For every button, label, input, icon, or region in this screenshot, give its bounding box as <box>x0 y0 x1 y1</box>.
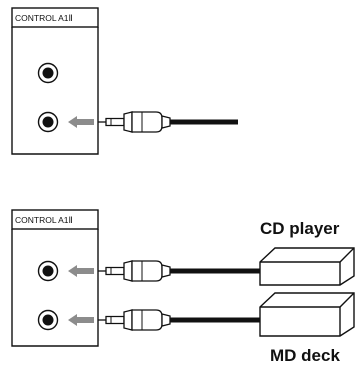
panel-label: CONTROL A1Ⅱ <box>15 13 73 23</box>
cable <box>170 119 238 125</box>
top-figure: CONTROL A1Ⅱ <box>11 7 238 155</box>
md-deck-label: MD deck <box>270 346 340 365</box>
cd-player-label: CD player <box>260 219 340 238</box>
rca-plug <box>97 111 171 133</box>
panel-label: CONTROL A1Ⅱ <box>15 215 73 225</box>
jack-lower <box>37 111 59 133</box>
bottom-figure: CONTROL A1Ⅱ CD player MD deck <box>11 209 355 365</box>
md-deck <box>259 292 355 337</box>
rca-plug-lower <box>97 309 171 331</box>
cable-upper <box>170 268 260 274</box>
control-panel: CONTROL A1Ⅱ <box>11 7 99 155</box>
jack-upper <box>37 62 59 84</box>
cable-lower <box>170 317 260 323</box>
jack-lower <box>37 309 59 331</box>
cd-player <box>259 247 355 286</box>
rca-plug-upper <box>97 260 171 282</box>
jack-upper <box>37 260 59 282</box>
